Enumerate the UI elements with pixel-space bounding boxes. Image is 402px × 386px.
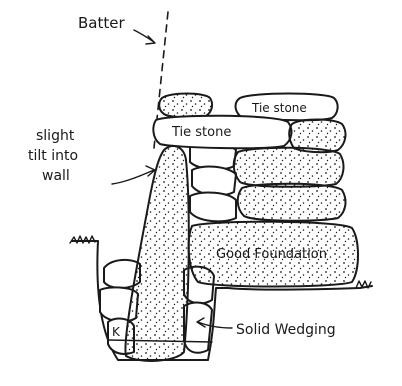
label-good-foundation: Good Foundation [216,247,327,262]
label-tilt-line3: wall [42,168,70,184]
middle-stone-2 [238,184,346,221]
label-k-mark: K [112,325,121,339]
label-tie-stone-left: Tie stone [171,125,231,140]
label-batter: Batter [78,14,125,32]
hearting-stones [190,143,236,222]
top-stone-left [159,94,212,118]
tilt-arrow [112,166,155,184]
batter-arrow [134,30,155,44]
label-tie-stone-top: Tie stone [251,101,307,115]
middle-stone-1 [234,148,344,187]
label-tilt-line1: slight [36,128,75,144]
label-solid-wedging: Solid Wedging [236,322,336,338]
label-tilt-line2: tilt into [28,148,78,164]
